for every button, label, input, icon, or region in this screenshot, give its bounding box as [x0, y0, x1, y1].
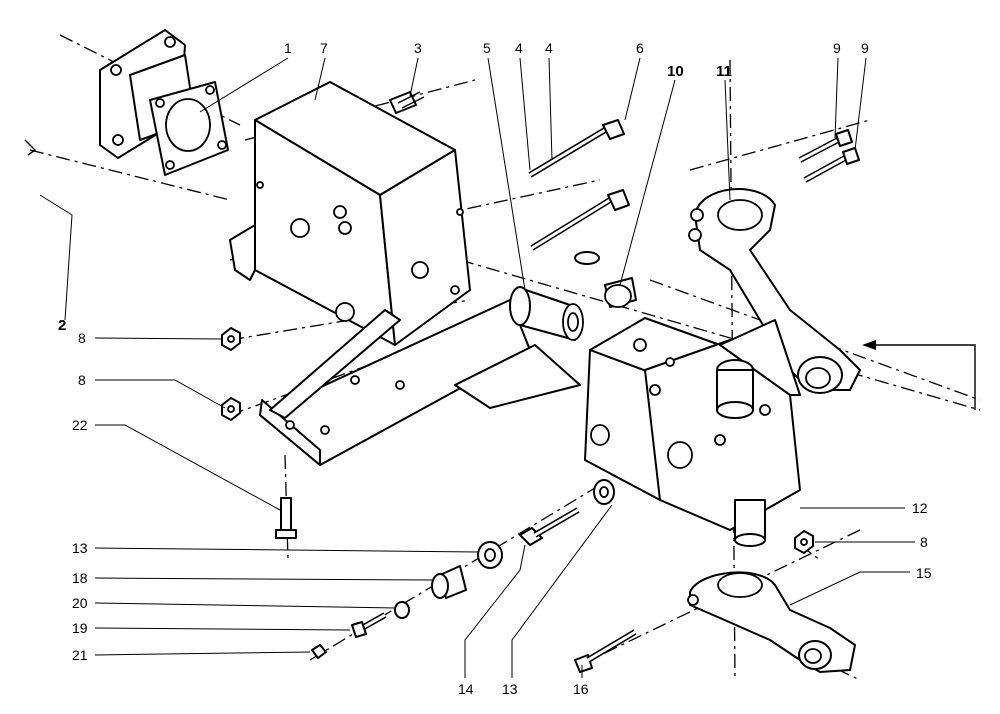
part-9-bolts	[798, 129, 860, 183]
callout-3: 3	[414, 40, 422, 56]
leader-lines	[39, 57, 915, 678]
callout-6: 6	[636, 40, 644, 56]
part-1-flange-tube	[24, 29, 229, 176]
callout-9b: 9	[861, 40, 869, 56]
callout-labels: 1 2 3 4 4 5 6 7 8 8 8 9 9 10 11 12 13 13…	[58, 40, 932, 697]
callout-8c: 8	[920, 534, 928, 550]
part-11-upper-arm	[688, 188, 861, 394]
part-7-main-bracket	[229, 81, 581, 466]
callout-7: 7	[320, 40, 328, 56]
callout-8a: 8	[78, 330, 86, 346]
callout-13a: 13	[72, 540, 88, 556]
callout-18: 18	[72, 570, 88, 586]
callout-14: 14	[458, 681, 474, 697]
part-3-screw	[389, 91, 425, 114]
callout-11: 11	[716, 63, 732, 80]
callout-10: 10	[667, 63, 684, 80]
callout-4b: 4	[545, 40, 553, 56]
small-hardware	[311, 479, 615, 659]
callout-8b: 8	[78, 372, 86, 388]
part-5-bushing	[509, 286, 584, 341]
callout-16: 16	[573, 681, 589, 697]
part-15-lower-arm	[687, 571, 856, 673]
callout-4a: 4	[515, 40, 523, 56]
callout-20: 20	[72, 595, 88, 611]
callout-1: 1	[284, 40, 292, 56]
callout-2: 2	[58, 317, 66, 334]
part-16-bolt	[574, 629, 637, 673]
callout-12: 12	[912, 500, 928, 516]
part-12-valve-body	[584, 317, 801, 547]
part-22-bolt	[275, 497, 297, 539]
part-8-nuts	[221, 327, 814, 554]
callout-5: 5	[483, 40, 491, 56]
callout-19: 19	[72, 620, 88, 636]
callout-13b: 13	[502, 681, 518, 697]
callout-15: 15	[916, 565, 932, 581]
part-10-sleeve	[604, 277, 637, 308]
part-4-long-bolts	[528, 119, 630, 251]
part-6-key	[574, 251, 600, 265]
callout-22: 22	[72, 417, 88, 433]
callout-9a: 9	[833, 40, 841, 56]
callout-21: 21	[72, 647, 88, 663]
